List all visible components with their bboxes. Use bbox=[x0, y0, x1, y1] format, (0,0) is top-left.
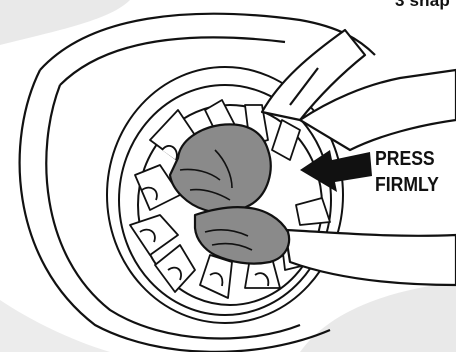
bottom-left-panel-shadow bbox=[0, 300, 110, 352]
callout-line-1: PRESS bbox=[375, 146, 439, 172]
callout-line-2: FIRMLY bbox=[375, 172, 439, 198]
press-firmly-callout: PRESS FIRMLY bbox=[375, 146, 439, 198]
bottom-right-panel-shadow bbox=[300, 282, 456, 352]
lower-arm bbox=[285, 230, 456, 285]
caption-top: 3 snap bbox=[395, 0, 450, 11]
top-left-panel-shadow bbox=[0, 0, 130, 45]
